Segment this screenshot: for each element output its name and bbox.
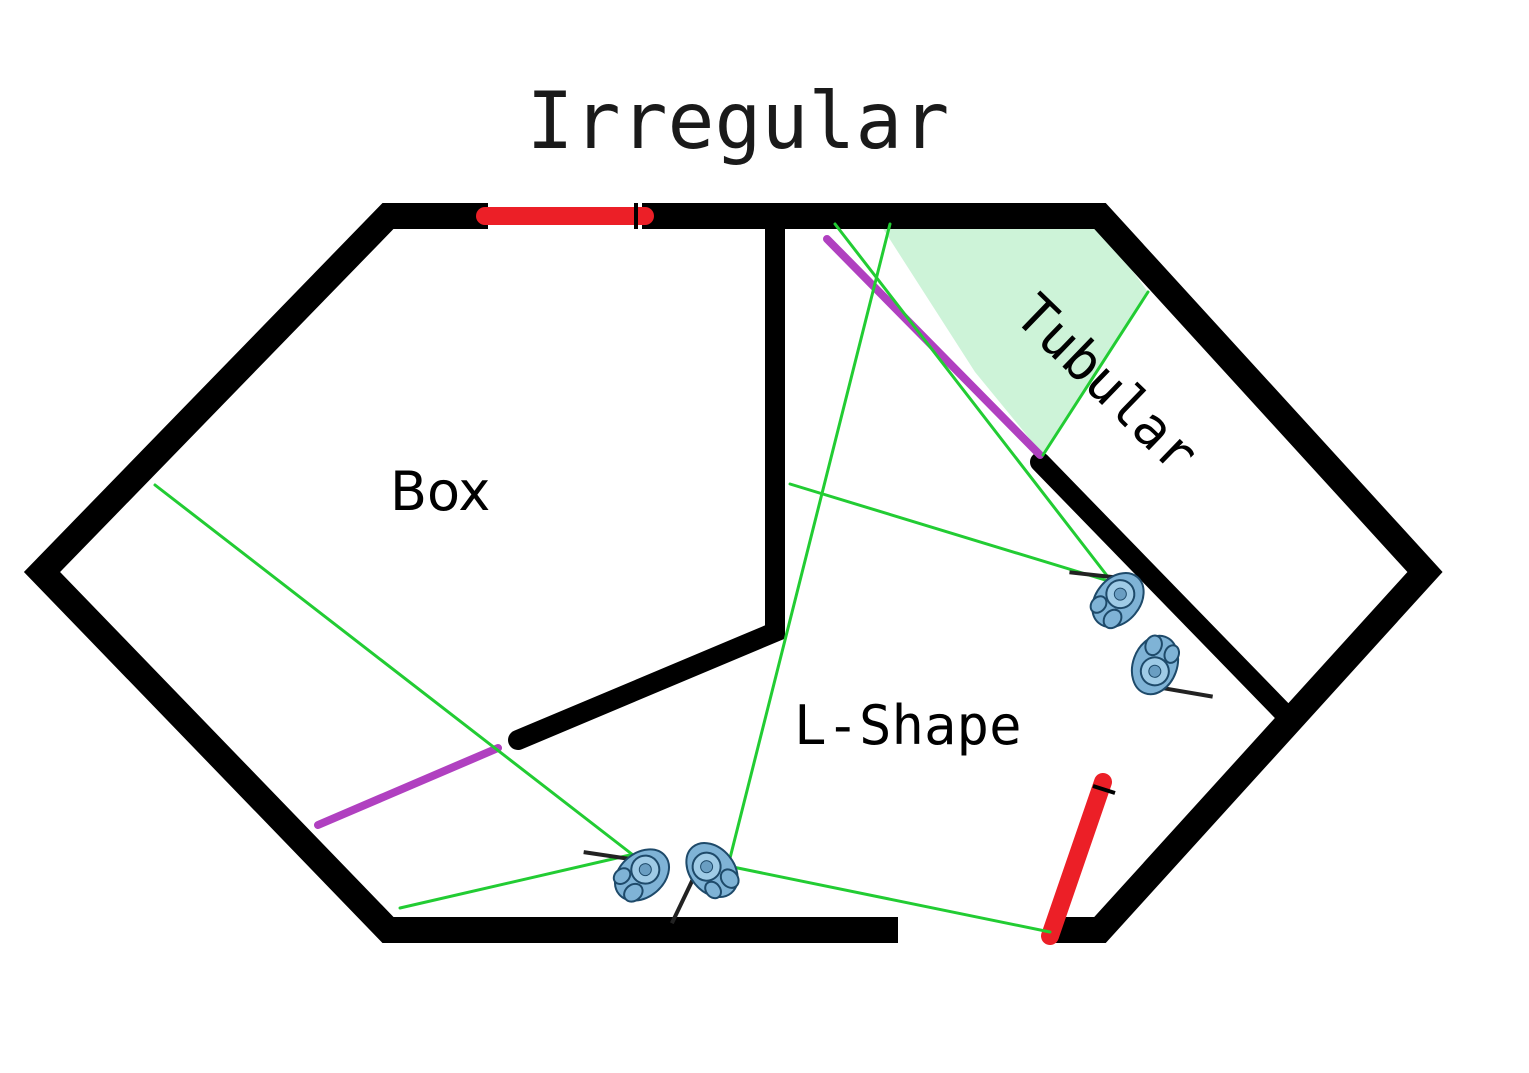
soldier-topdown-icon (583, 837, 681, 913)
outer-walls (23, 203, 1443, 943)
door-bottom-right (1041, 773, 1116, 945)
page-title: Irregular (527, 77, 950, 167)
wall-top-left (23, 203, 898, 943)
room-label-l-shape: L-Shape (794, 694, 1022, 757)
threshold-tubular (823, 235, 1044, 459)
cleared-zone (880, 224, 1148, 455)
wall-top-right (642, 203, 1443, 943)
thresholds (314, 235, 1044, 829)
wall-tubular-divider (1030, 452, 1293, 722)
room-label-box: Box (390, 460, 490, 523)
threshold-box (314, 744, 502, 829)
operators (583, 561, 1213, 925)
wall-box-divider (508, 212, 785, 750)
soldier-topdown-icon (1069, 561, 1156, 639)
interior-walls (508, 212, 1293, 750)
sight-lines (153, 222, 1150, 934)
soldier-topdown-icon (1123, 628, 1213, 702)
door-top (476, 203, 654, 229)
soldier-topdown-icon (670, 831, 750, 925)
